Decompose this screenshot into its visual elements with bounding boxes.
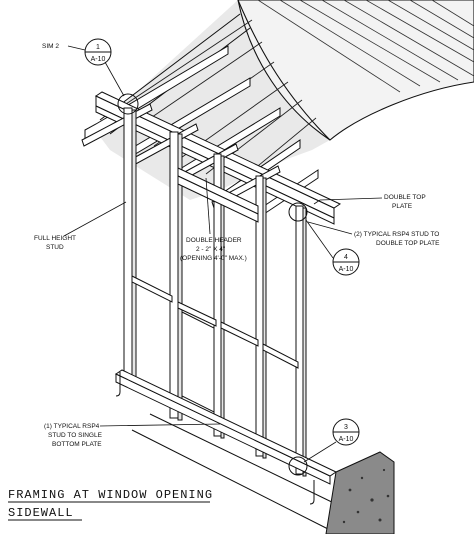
- rsp4-bottom-line1: (1) TYPICAL RSP4: [44, 423, 100, 430]
- rsp4-top-line1: (2) TYPICAL RSP4 STUD TO: [354, 231, 439, 238]
- anchor-bolts: [115, 372, 315, 505]
- full-height-stud-line2: STUD: [46, 244, 64, 251]
- double-header-callout: DOUBLE HEADER 2 - 2" X 4" (OPENING 4'-0"…: [180, 177, 247, 262]
- detail-bubble-1[interactable]: 1 A-10: [84, 38, 125, 97]
- sim-2-leader: [67, 45, 86, 51]
- full-height-stud-line1: FULL HEIGHT: [34, 235, 76, 242]
- double-top-plate-line2: PLATE: [392, 203, 413, 210]
- drawing-title: FRAMING AT WINDOW OPENING SIDEWALL: [8, 488, 213, 521]
- detail-sheet: A-10: [91, 56, 106, 63]
- foundation-slab: [131, 413, 395, 534]
- double-top-plate-callout: DOUBLE TOP PLATE: [313, 194, 426, 210]
- double-header: [177, 167, 259, 223]
- rsp4-top-line2: DOUBLE TOP PLATE: [376, 240, 440, 247]
- rsp4-top-callout: (2) TYPICAL RSP4 STUD TO DOUBLE TOP PLAT…: [307, 221, 440, 247]
- sim-2-label: SIM 2: [42, 43, 59, 50]
- rsp4-bottom-line3: BOTTOM PLATE: [52, 441, 102, 448]
- rsp4-bottom-callout: (1) TYPICAL RSP4 STUD TO SINGLE BOTTOM P…: [44, 423, 221, 448]
- wall-studs: [123, 107, 307, 477]
- detail-bubble-4[interactable]: 4 A-10: [305, 219, 360, 276]
- detail-sheet: A-10: [339, 266, 354, 273]
- detail-bubble-3[interactable]: 3 A-10: [303, 418, 360, 463]
- detail-sheet: A-10: [339, 436, 354, 443]
- double-header-line3: (OPENING 4'-0" MAX.): [180, 255, 247, 262]
- detail-number: 4: [344, 254, 348, 261]
- title-line1: FRAMING AT WINDOW OPENING: [8, 488, 213, 502]
- double-header-line2: 2 - 2" X 4": [196, 246, 226, 253]
- detail-number: 3: [344, 424, 348, 431]
- full-height-stud-callout: FULL HEIGHT STUD: [34, 201, 127, 251]
- double-top-plate-line1: DOUBLE TOP: [384, 194, 426, 201]
- rsp4-bottom-line2: STUD TO SINGLE: [48, 432, 103, 439]
- connector-circles: [117, 93, 308, 476]
- detail-number: 1: [96, 44, 100, 51]
- double-header-line1: DOUBLE HEADER: [186, 237, 242, 244]
- blocking: [131, 275, 299, 413]
- title-line2: SIDEWALL: [8, 506, 74, 520]
